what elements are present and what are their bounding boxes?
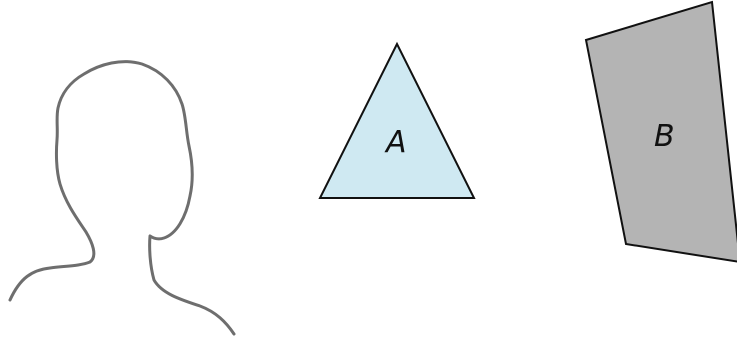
quadrilateral-label: B xyxy=(654,119,675,154)
triangle-label: A xyxy=(384,125,407,160)
triangle-a xyxy=(320,44,474,198)
viewer-silhouette-icon xyxy=(10,62,234,334)
